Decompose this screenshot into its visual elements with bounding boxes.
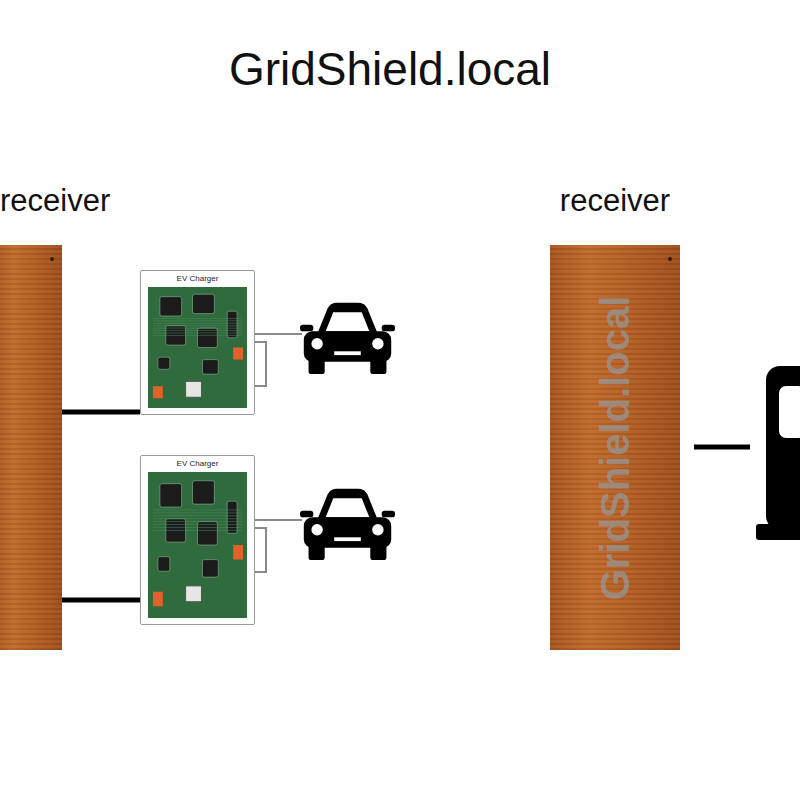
car-headlight bbox=[311, 524, 322, 535]
chip bbox=[227, 311, 237, 338]
chip bbox=[158, 557, 170, 572]
car-mirror bbox=[300, 325, 313, 332]
car-icon bbox=[300, 303, 395, 374]
station-body bbox=[766, 366, 800, 530]
led bbox=[153, 386, 163, 398]
car-mirror bbox=[382, 325, 395, 332]
pcb-trace bbox=[153, 332, 242, 333]
pcb-trace bbox=[153, 330, 242, 331]
chip bbox=[227, 501, 237, 533]
chip bbox=[202, 560, 218, 578]
node-label: EV Charger bbox=[141, 274, 254, 283]
connector-block bbox=[186, 381, 202, 397]
car-wheel bbox=[370, 357, 386, 374]
pcb-trace bbox=[153, 521, 242, 522]
pcb-trace bbox=[153, 323, 242, 324]
car-roof bbox=[317, 489, 378, 520]
car-windshield bbox=[326, 498, 370, 517]
power-line bbox=[694, 445, 750, 450]
pcb-illustration bbox=[148, 287, 247, 408]
pcb-trace bbox=[153, 335, 242, 336]
receiver-board: receiverGridShield.local bbox=[550, 245, 680, 650]
pcb-trace bbox=[153, 527, 242, 528]
pcb bbox=[148, 472, 247, 618]
node-heading: receiver bbox=[0, 183, 110, 219]
receiver-board: receiver bbox=[0, 245, 62, 650]
car-mirror bbox=[382, 511, 395, 518]
chip bbox=[198, 328, 218, 347]
mounting-hole bbox=[668, 257, 672, 261]
car-icon bbox=[300, 489, 395, 560]
pcb-trace bbox=[153, 325, 242, 326]
pcb-trace bbox=[153, 530, 242, 531]
pcb-trace bbox=[153, 518, 242, 519]
cable-line bbox=[255, 333, 302, 335]
cable-line bbox=[255, 342, 266, 386]
pcb-trace bbox=[153, 320, 242, 321]
chip bbox=[202, 360, 218, 375]
car-roof bbox=[317, 303, 378, 334]
mounting-hole bbox=[50, 257, 54, 261]
station-screen bbox=[779, 386, 800, 438]
pcb-trace bbox=[153, 512, 242, 513]
led bbox=[233, 348, 243, 360]
station-base bbox=[756, 524, 800, 540]
pcb-trace bbox=[153, 328, 242, 329]
led bbox=[233, 545, 243, 560]
car-wheel bbox=[309, 543, 325, 560]
car-mirror bbox=[300, 511, 313, 518]
charger-box: EV Charger bbox=[140, 270, 255, 415]
pcb-illustration bbox=[148, 472, 247, 618]
car-cable bbox=[255, 334, 302, 572]
chip bbox=[193, 481, 215, 504]
car-wheel bbox=[309, 357, 325, 374]
chip bbox=[198, 522, 218, 545]
car-headlight bbox=[372, 524, 383, 535]
charger-box: EV Charger bbox=[140, 455, 255, 625]
cable-line bbox=[255, 519, 302, 521]
diagram-title: GridShield.local bbox=[0, 42, 780, 96]
node-label: EV Charger bbox=[141, 459, 254, 468]
car-grille bbox=[334, 537, 361, 541]
pcb-trace bbox=[153, 524, 242, 525]
charging-station-icon bbox=[756, 366, 800, 540]
pcb bbox=[148, 287, 247, 408]
chip bbox=[160, 297, 182, 316]
chip bbox=[160, 484, 182, 507]
connector-block bbox=[186, 586, 202, 602]
node-heading: receiver bbox=[560, 183, 670, 219]
led bbox=[153, 592, 163, 607]
board-watermark: GridShield.local bbox=[593, 295, 638, 600]
pcb-trace bbox=[153, 509, 242, 510]
car-wheel bbox=[370, 543, 386, 560]
car-headlight bbox=[311, 338, 322, 349]
pcb-trace bbox=[153, 515, 242, 516]
car-headlight bbox=[372, 338, 383, 349]
pcb-trace bbox=[153, 318, 242, 319]
chip bbox=[193, 294, 215, 313]
car-grille bbox=[334, 351, 361, 355]
wire-connector bbox=[62, 410, 140, 415]
cable-line bbox=[255, 528, 266, 572]
car-windshield bbox=[326, 312, 370, 331]
wire-connector bbox=[62, 598, 140, 603]
chip bbox=[158, 357, 170, 369]
